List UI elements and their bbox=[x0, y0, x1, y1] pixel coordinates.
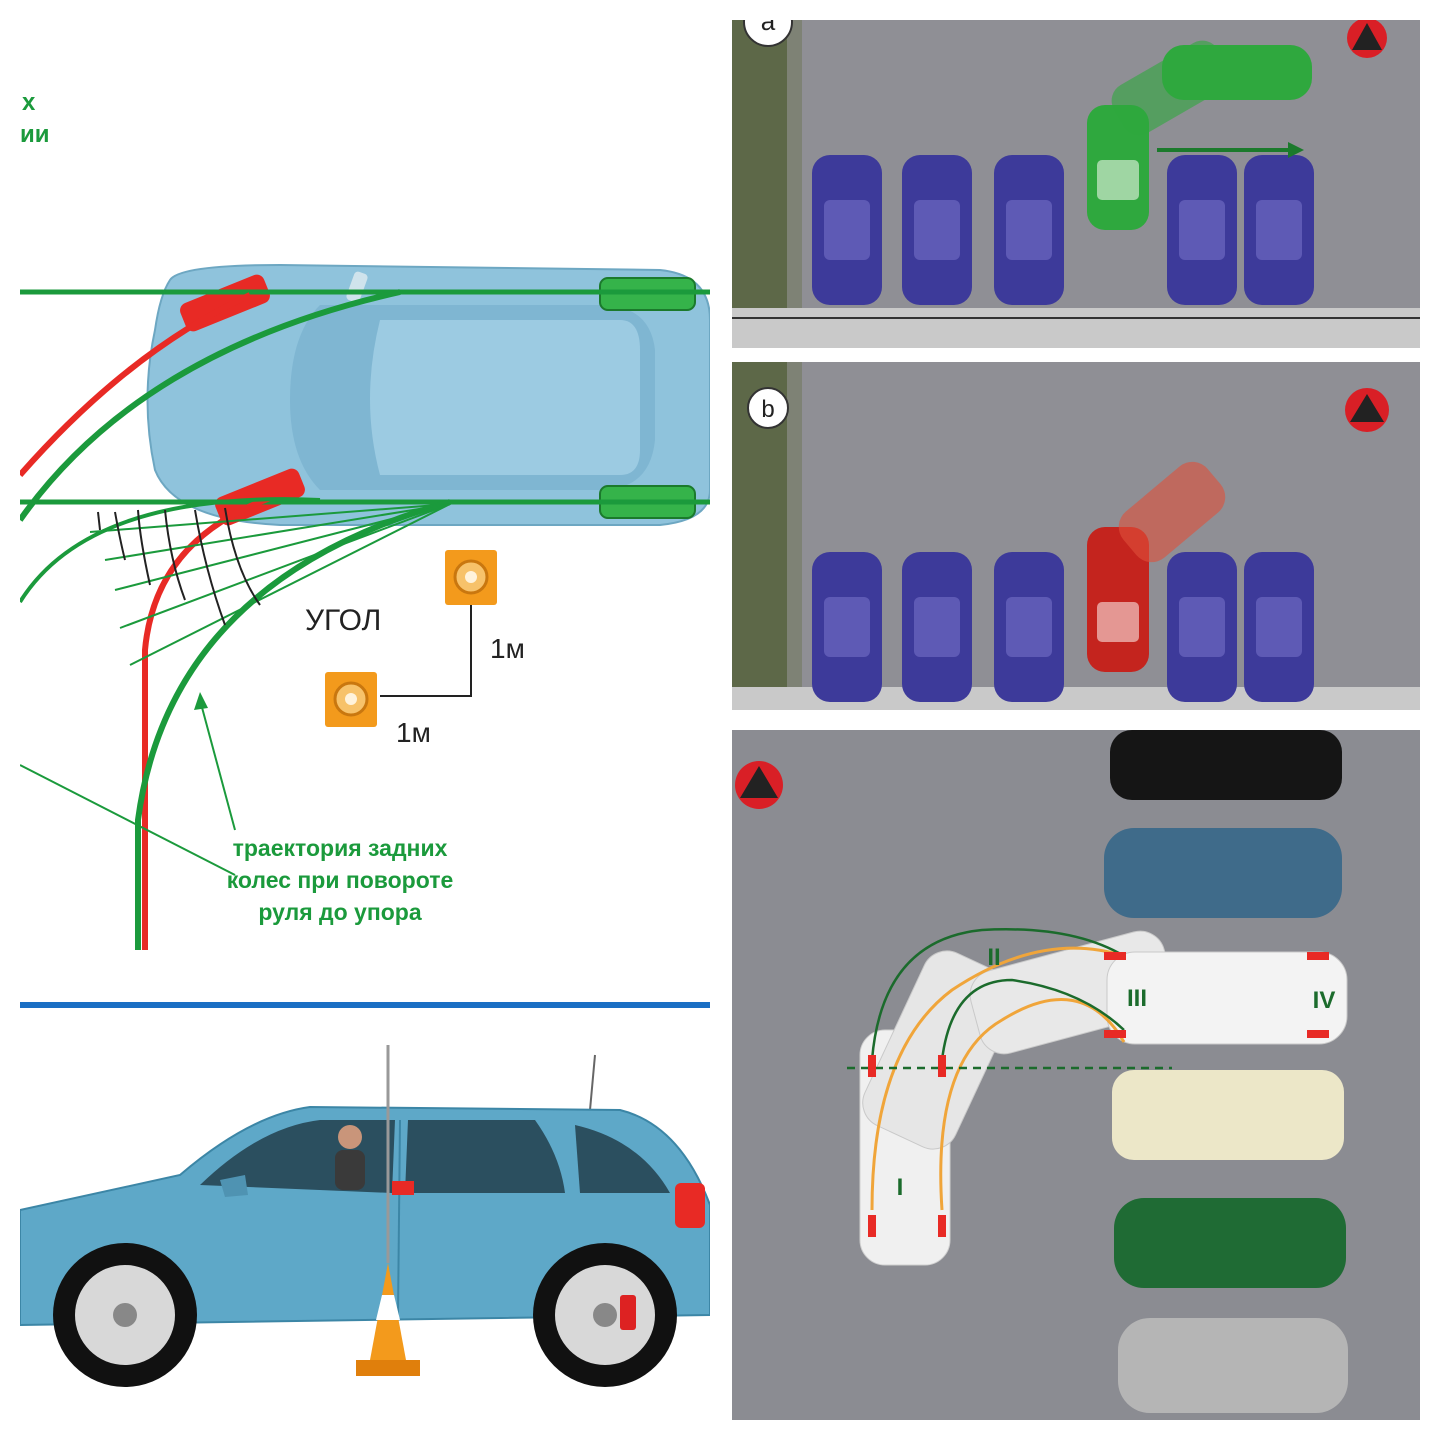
trajectory-diagram-svg: х ии bbox=[20, 89, 710, 950]
triangle-logo-icon bbox=[1345, 388, 1389, 432]
panel-b-letter: b bbox=[761, 396, 774, 423]
partial-label-line1: х bbox=[22, 89, 36, 116]
clearance-arrows bbox=[97, 507, 261, 626]
triangle-logo-icon bbox=[735, 761, 783, 809]
dimension-horizontal: 1м bbox=[396, 717, 431, 748]
section-divider bbox=[20, 1002, 710, 1008]
traffic-cone-icon bbox=[445, 550, 497, 605]
trajectory-caption-line2: колес при повороте bbox=[227, 867, 454, 893]
car-side-view bbox=[20, 1015, 710, 1415]
car-side-view-svg bbox=[20, 1045, 710, 1387]
panel-c-svg: I II III IV bbox=[735, 730, 1348, 1413]
panel-b-svg: b bbox=[732, 362, 1420, 710]
maneuver-car-positions bbox=[859, 930, 1348, 1266]
trajectory-caption-line1: траектория задних bbox=[233, 835, 448, 861]
parked-cars-row bbox=[812, 155, 1314, 305]
moving-car-red bbox=[1087, 461, 1226, 672]
trajectory-diagram: х ии bbox=[20, 20, 710, 995]
position-label-3: III bbox=[1127, 985, 1147, 1012]
position-label-2: II bbox=[987, 944, 1000, 971]
position-label-4: IV bbox=[1313, 987, 1336, 1014]
corner-label: УГОЛ bbox=[305, 604, 381, 637]
parking-panel-b: b bbox=[732, 362, 1420, 710]
parked-cars-column bbox=[1104, 730, 1348, 1413]
traffic-cone-icon bbox=[356, 1263, 420, 1376]
parking-panel-c: I II III IV bbox=[732, 730, 1420, 1420]
moving-car-green bbox=[1087, 40, 1312, 230]
trajectory-caption-line3: руля до упора bbox=[258, 899, 421, 925]
panel-a-letter: a bbox=[761, 20, 776, 36]
partial-label-line2: ии bbox=[20, 121, 50, 148]
dimension-vertical: 1м bbox=[490, 633, 525, 664]
traffic-cone-icon bbox=[325, 672, 377, 727]
panel-a-svg: a bbox=[732, 20, 1420, 348]
parked-cars-row bbox=[812, 552, 1314, 702]
position-label-1: I bbox=[897, 1174, 904, 1201]
triangle-logo-icon bbox=[1347, 20, 1387, 58]
parking-panel-a: a bbox=[732, 20, 1420, 348]
